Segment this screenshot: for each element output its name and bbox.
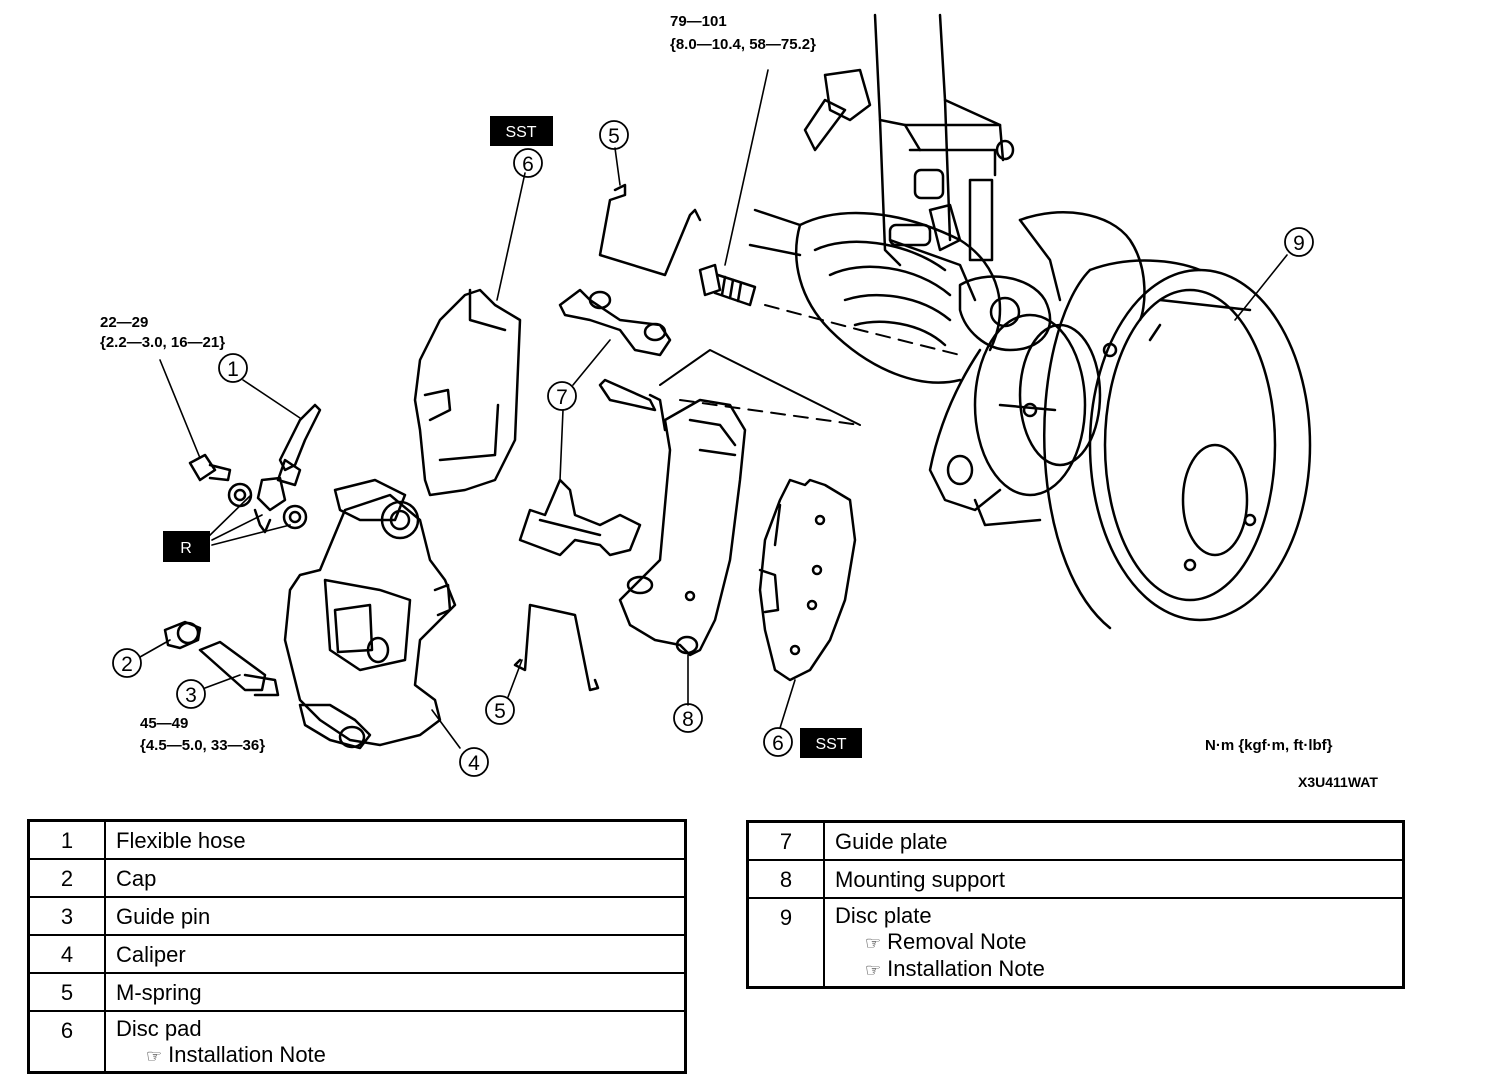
table-row: 9 Disc plate ☞Removal Note ☞Installation… [746, 896, 1405, 989]
callout-8: 8 [682, 708, 694, 731]
part-name: Guide plate [823, 820, 1405, 861]
part-name: Disc pad [116, 1015, 202, 1041]
table-row: 7 Guide plate [746, 820, 1405, 861]
callout-circle-6-lower [763, 727, 793, 757]
callout-circle-5-lower [485, 695, 515, 725]
part-number: 9 [746, 896, 825, 989]
table-row: 4 Caliper [27, 933, 687, 974]
callout-circle-9 [1284, 227, 1314, 257]
callout-circle-7 [547, 381, 577, 411]
sst-tag-lower: SST [800, 728, 862, 758]
installation-note-link[interactable]: ☞Installation Note [835, 956, 1402, 983]
part-number: 1 [27, 819, 106, 860]
flexible-hose-drawing [188, 403, 322, 534]
disc-pad-upper-drawing [413, 288, 522, 497]
torque-label-bolt-units: {8.0—10.4, 58—75.2} [670, 36, 816, 53]
removal-note-label: Removal Note [887, 928, 1027, 954]
callout-circle-1 [218, 353, 248, 383]
callout-4: 4 [468, 752, 480, 775]
torque-label-bolt: 79—101 [670, 13, 727, 30]
m-spring-lower-drawing [513, 603, 600, 692]
installation-note-label: Installation Note [887, 955, 1045, 981]
sst-tag-upper: SST [490, 116, 553, 146]
callout-2: 2 [121, 653, 133, 676]
callout-3: 3 [185, 684, 197, 707]
r-tag: R [163, 531, 210, 562]
torque-units-legend: N·m {kgf·m, ft·lbf} [1205, 737, 1333, 754]
guide-pin-drawing [198, 640, 280, 697]
parts-table-left: 1 Flexible hose 2 Cap 3 Guide pin 4 Cali… [27, 819, 687, 1074]
part-name: Cap [104, 857, 687, 898]
part-name: Guide pin [104, 895, 687, 936]
callout-9: 9 [1293, 232, 1305, 255]
part-number: 7 [746, 820, 825, 861]
leader-lines [139, 69, 1288, 749]
callout-6-lower: 6 [772, 732, 784, 755]
part-number: 5 [27, 971, 106, 1012]
svg-text:SST: SST [505, 124, 536, 141]
strut-knuckle-drawing [748, 13, 1146, 527]
callout-6-upper: 6 [522, 153, 534, 176]
callout-circle-2 [112, 648, 142, 678]
table-row: 8 Mounting support [746, 858, 1405, 899]
installation-note-link[interactable]: ☞Installation Note [116, 1042, 684, 1069]
part-name: Caliper [104, 933, 687, 974]
callout-circle-3 [176, 679, 206, 709]
torque-label-guide-pin: 45—49 [140, 715, 188, 732]
mounting-support-drawing [598, 378, 747, 657]
table-row: 2 Cap [27, 857, 687, 898]
table-row: 3 Guide pin [27, 895, 687, 936]
part-number: 2 [27, 857, 106, 898]
exploded-brake-diagram: 79—101 {8.0—10.4, 58—75.2} 22—29 {2.2—3.… [100, 13, 1378, 790]
part-number: 3 [27, 895, 106, 936]
table-row: 5 M-spring [27, 971, 687, 1012]
pointing-hand-icon: ☞ [865, 959, 882, 980]
torque-label-guide-pin-units: {4.5—5.0, 33—36} [140, 737, 265, 754]
torque-label-hose-units: {2.2—3.0, 16—21} [100, 334, 225, 351]
guide-plate-upper-drawing [558, 288, 672, 357]
caliper-drawing [283, 478, 457, 750]
guide-plate-lower-drawing [518, 478, 642, 557]
callout-5-lower: 5 [494, 700, 506, 723]
part-name: Flexible hose [104, 819, 687, 860]
callout-circle-8 [673, 703, 703, 733]
table-row: 1 Flexible hose [27, 819, 687, 860]
callout-circle-5-upper [599, 120, 629, 150]
disc-pad-lower-drawing [758, 478, 857, 682]
pointing-hand-icon: ☞ [146, 1045, 163, 1066]
part-name: M-spring [104, 971, 687, 1012]
part-name: Disc plate [835, 902, 932, 928]
table-row: 6 Disc pad ☞Installation Note [27, 1009, 687, 1074]
disc-plate-drawing [1043, 259, 1312, 630]
cap-drawing [163, 620, 202, 650]
svg-text:SST: SST [815, 736, 846, 753]
callout-circle-6-upper [513, 148, 543, 178]
figure-code: X3U411WAT [1298, 774, 1378, 790]
callout-5-upper: 5 [608, 125, 620, 148]
installation-note-label: Installation Note [168, 1041, 326, 1067]
removal-note-link[interactable]: ☞Removal Note [835, 929, 1402, 956]
part-name: Mounting support [823, 858, 1405, 899]
callout-7: 7 [556, 386, 568, 409]
parts-table-right: 7 Guide plate 8 Mounting support 9 Disc … [746, 820, 1405, 989]
torque-label-hose: 22—29 [100, 314, 148, 331]
part-number: 8 [746, 858, 825, 899]
mounting-bolt-drawing [698, 263, 757, 307]
part-number: 4 [27, 933, 106, 974]
callout-1: 1 [227, 358, 239, 381]
pointing-hand-icon: ☞ [865, 932, 882, 953]
part-number: 6 [27, 1009, 106, 1074]
m-spring-upper-drawing [598, 183, 702, 277]
callout-circle-4 [459, 747, 489, 777]
svg-text:R: R [180, 540, 192, 557]
